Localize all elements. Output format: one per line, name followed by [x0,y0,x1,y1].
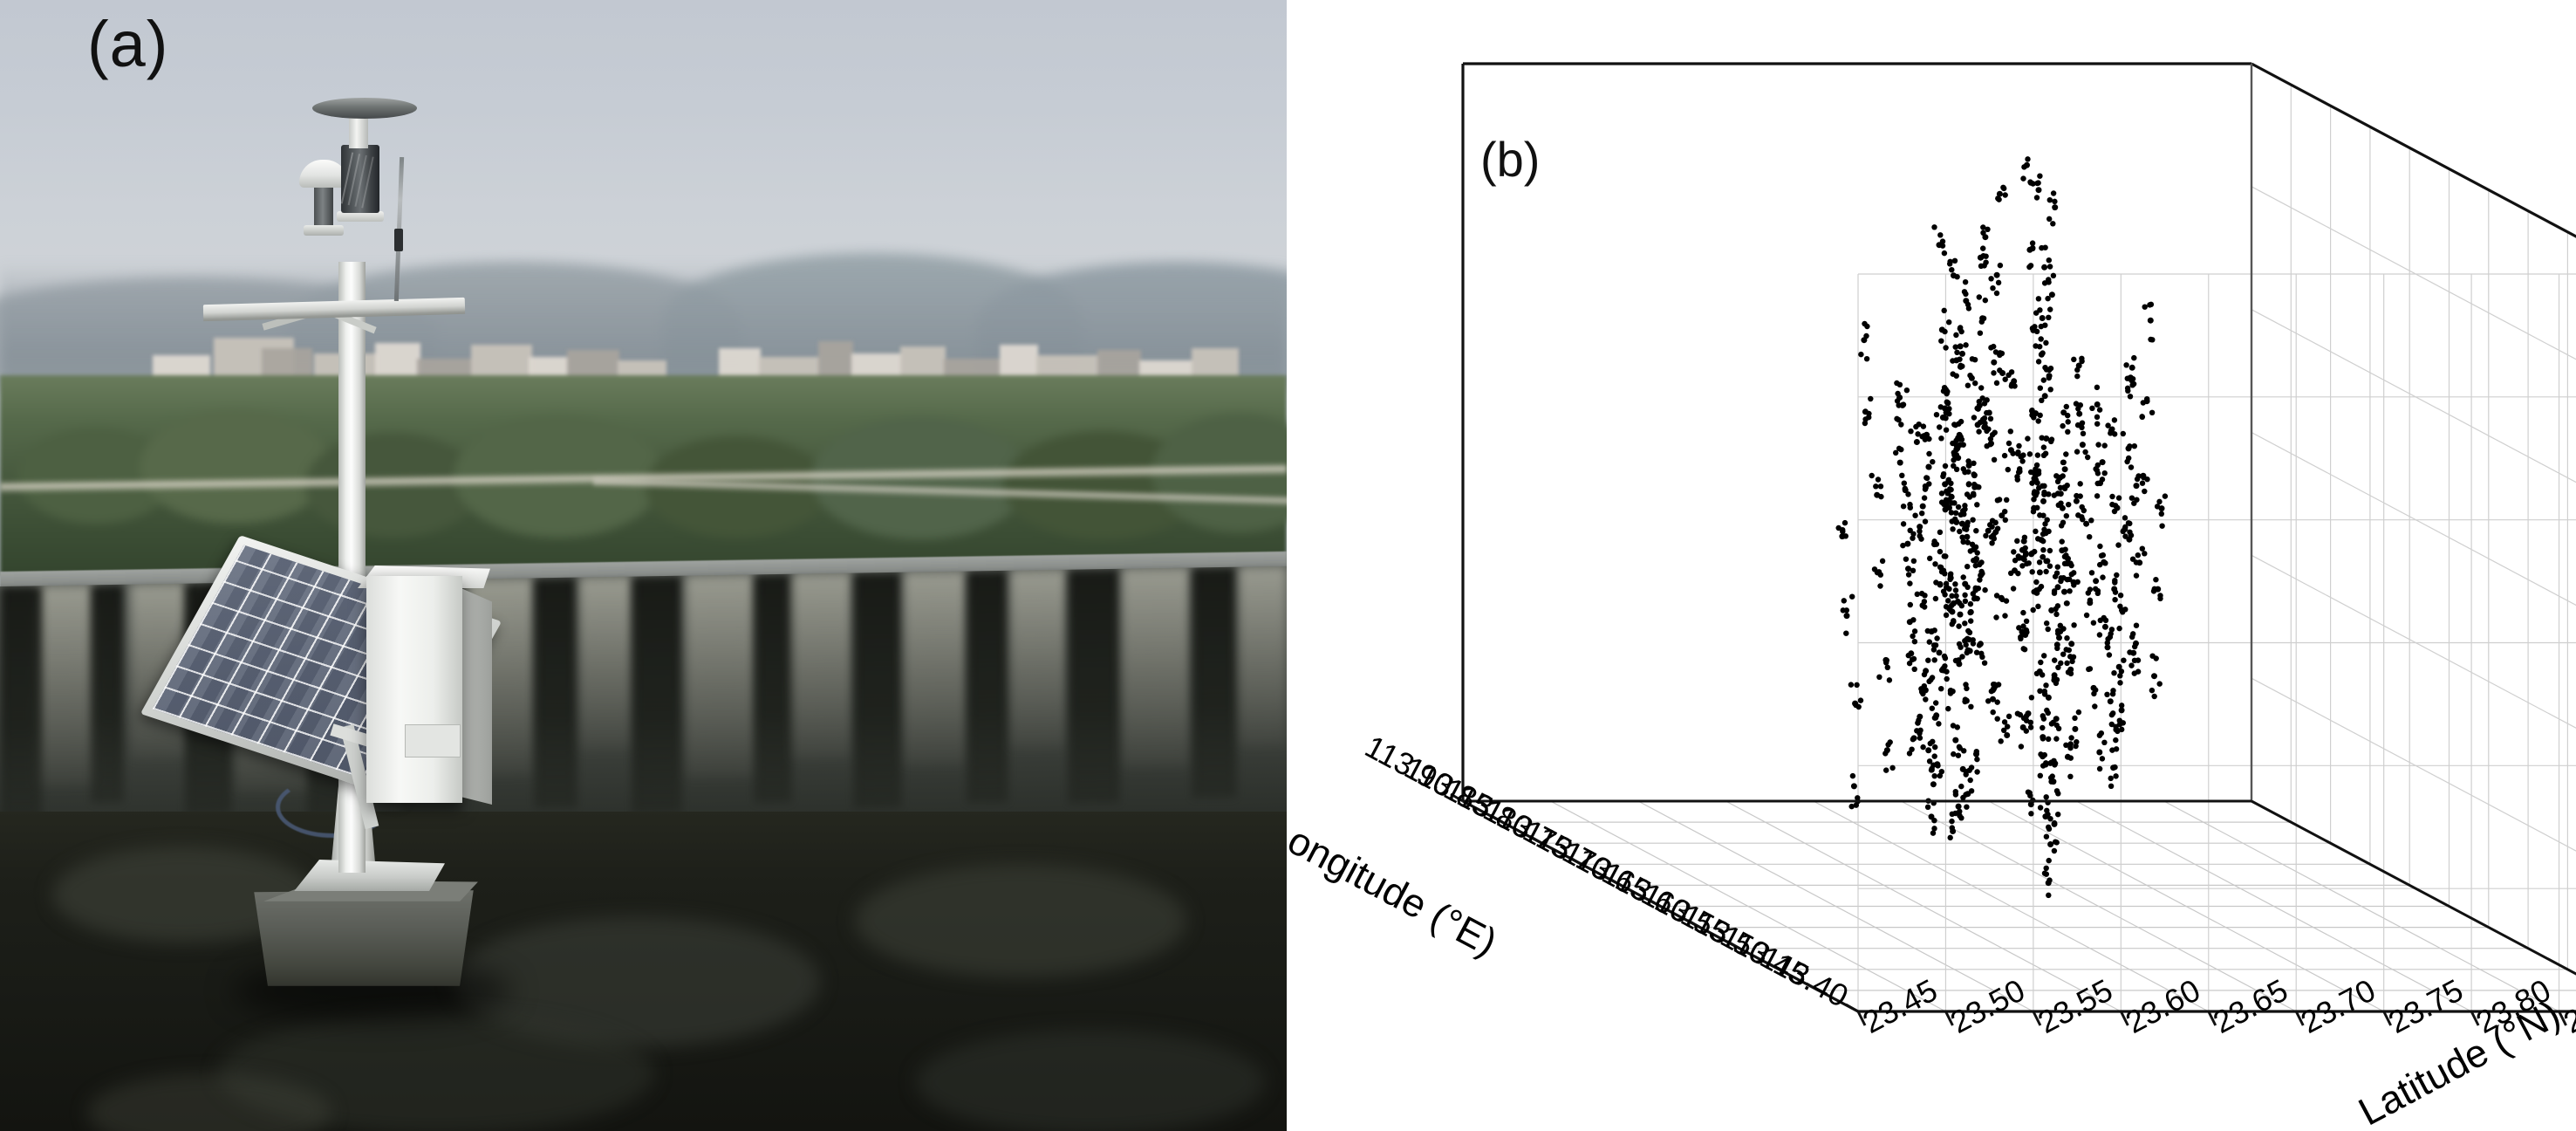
electric-field-mill-body [341,145,379,213]
svg-text:Longitude (°E): Longitude (°E) [1287,807,1504,964]
left-wall-grid [2251,63,2576,975]
panel-a-photograph: (a) [0,0,1287,1131]
scatter-plot-svg: 113.90113.85113.80113.75113.70113.65113.… [1287,62,2576,1131]
svg-text:23.50: 23.50 [1944,972,2031,1040]
svg-text:23.45: 23.45 [1857,972,1944,1040]
right-wall-grid [1857,273,2576,1012]
whip-antenna-node [394,229,403,251]
mast-base-plate [294,860,445,891]
cabinet-side-panel [457,586,492,805]
power-cable [276,777,389,838]
gnss-antenna-dome [299,160,348,188]
axis-titles: Longitude (°E)Latitude (°N)Altitude(km) [1287,807,2567,1131]
svg-text:23.65: 23.65 [2207,972,2293,1040]
axis-ticks [1450,792,2567,1026]
svg-text:23.70: 23.70 [2295,972,2381,1040]
concrete-plinth [254,890,474,986]
equipment-cabinet [366,576,462,803]
svg-text:23.55: 23.55 [2032,972,2118,1040]
panel-a-label: (a) [87,8,169,80]
panel-b-label: (b) [1480,132,1541,187]
svg-text:23.60: 23.60 [2120,972,2206,1040]
field-mill-neck [349,112,368,148]
svg-text:113.40: 113.40 [1754,938,1854,1014]
roof-deck [0,812,1287,1131]
field-mill-disc [312,98,417,119]
data-points [1835,156,2169,899]
gnss-antenna-stem [314,185,333,230]
gnss-antenna-foot [304,225,344,236]
field-mill-collar [337,211,384,222]
cabinet-vent [405,724,461,757]
svg-text:23.75: 23.75 [2382,972,2469,1040]
axis-lines [1461,62,2576,1013]
